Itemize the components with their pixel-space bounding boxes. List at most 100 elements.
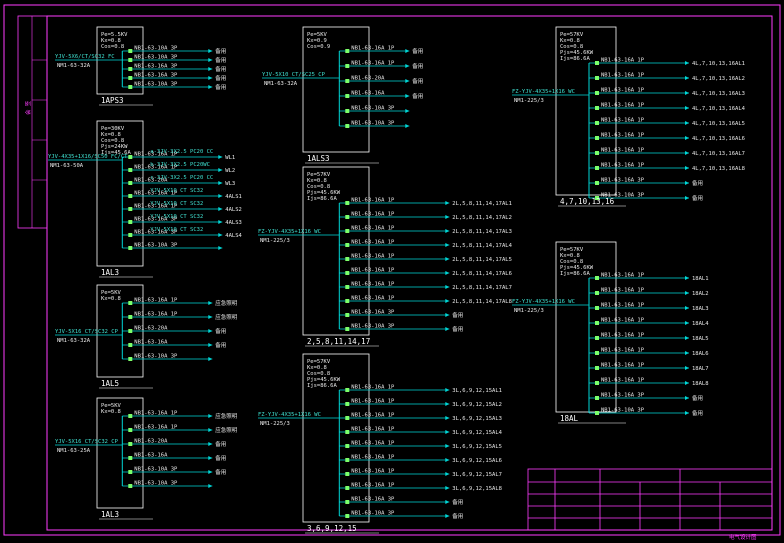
feeder-label: YJV-5X16 CT/SC32 CP: [55, 439, 119, 445]
load-label: 3L,6,9,12,15AL8: [452, 486, 502, 492]
load-label: 应急照明: [215, 412, 238, 420]
panel-box: [555, 26, 617, 196]
branch-breaker-label: NB1-63-16A 1P: [351, 469, 395, 475]
branch-breaker-label: NB1-63-10A 3P: [601, 193, 645, 199]
feeder-label: FZ-YJV-4X35+1X16 WC: [512, 89, 575, 95]
branch-breaker-label: NB1-63-10A 3P: [351, 121, 395, 127]
panel-box: [302, 26, 370, 153]
arrow-icon: [218, 194, 223, 198]
title-stamp: 电气设计图: [729, 533, 757, 541]
panel-param: Pe=30KV: [101, 126, 125, 132]
branch-breaker-label: NB1-63-16A 1P: [134, 204, 178, 210]
branch-breaker-label: NB1-63-20A: [351, 76, 385, 82]
panel-18AL: Pe=57KVKx=0.8Cos=0.8Pjs=45.6KWIjs=86.6AF…: [512, 241, 709, 424]
load-label: 4ALS2: [225, 207, 242, 213]
branch-breaker-label: NB1-63-16A 3P: [134, 230, 178, 236]
arrow-icon: [445, 313, 450, 317]
panel-param: Pe=57KV: [560, 32, 584, 38]
breaker-icon: [595, 76, 599, 80]
branch-breaker-label: NB1-63-16A: [134, 453, 168, 459]
arrow-icon: [208, 67, 213, 71]
load-label: 4L,7,10,13,16AL8: [692, 166, 745, 172]
arrow-icon: [208, 315, 213, 319]
feeder-label: YJV-5X10 CT/SC25 CP: [262, 72, 326, 78]
load-label: 备用: [412, 77, 423, 85]
breaker-icon: [345, 500, 350, 504]
arrow-icon: [445, 201, 450, 205]
breaker-icon: [345, 388, 350, 392]
arrow-icon: [208, 343, 213, 347]
arrow-icon: [685, 106, 689, 110]
load-label: 备用: [452, 311, 463, 319]
panel-param: Pe=5.5KV: [101, 32, 128, 38]
arrow-icon: [685, 76, 689, 80]
load-label: 4L,7,10,13,16AL1: [692, 61, 745, 67]
arrow-icon: [445, 327, 450, 331]
breaker-icon: [595, 196, 599, 200]
branch-breaker-label: NB1-63-10A 3P: [601, 408, 645, 414]
panel-param: Pe=57KV: [560, 247, 584, 253]
inner-frame: [46, 15, 773, 531]
breaker-icon: [595, 366, 599, 370]
signoff-strip: [17, 15, 48, 229]
arrow-icon: [685, 336, 689, 340]
feeder-label: YJV-5X6/CT/SC32 FC: [55, 54, 115, 60]
branch-breaker-label: NB1-63-16A 1P: [601, 118, 645, 124]
load-label: 应急照明: [215, 426, 238, 434]
arrow-icon: [685, 366, 689, 370]
load-label: 3L,6,9,12,15AL5: [452, 444, 502, 450]
panel-title: 4,7,10,13,16: [560, 197, 615, 206]
panel-param: Kx=0.8: [560, 38, 580, 44]
branch-breaker-label: NB1-63-16A 1P: [134, 411, 178, 417]
signoff-rows: [32, 59, 47, 181]
cable-label: YJV-5X10 CT SC32: [150, 227, 203, 233]
branch-breaker-label: NB1-63-10A 3P: [351, 511, 395, 517]
arrow-icon: [208, 357, 213, 361]
arrow-icon: [208, 301, 213, 305]
load-label: 备用: [452, 512, 463, 520]
title-block: [527, 468, 773, 531]
load-label: 4ALS3: [225, 220, 242, 226]
arrow-icon: [405, 124, 410, 128]
breaker-icon: [128, 428, 133, 432]
main-breaker-label: NM1-225/3: [260, 421, 290, 427]
load-label: 备用: [692, 394, 703, 402]
branch-breaker-label: NB1-63-16A 1P: [351, 399, 395, 405]
panel-box: [302, 353, 370, 523]
arrow-icon: [218, 207, 223, 211]
arrow-icon: [445, 215, 450, 219]
arrow-icon: [685, 306, 689, 310]
load-label: 2L,5,8,11,14,17AL5: [452, 257, 512, 263]
feeder-label: YJV-5X16 CT/SC32 CP: [55, 329, 119, 335]
load-label: 18AL7: [692, 366, 709, 372]
load-label: 备用: [215, 65, 226, 73]
branch-breaker-label: NB1-63-16A 1P: [351, 240, 395, 246]
load-label: 2L,5,8,11,14,17AL2: [452, 215, 512, 221]
load-label: 2L,5,8,11,14,17AL3: [452, 229, 512, 235]
load-label: 4L,7,10,13,16AL7: [692, 151, 745, 157]
load-label: 18AL1: [692, 276, 709, 282]
breaker-icon: [128, 414, 133, 418]
arrow-icon: [685, 61, 689, 65]
panel-title: 1AL3: [101, 510, 119, 519]
load-label: 备用: [412, 92, 423, 100]
panel-box: [96, 397, 144, 509]
arrow-icon: [445, 458, 450, 462]
panel-param: Pe=57KV: [307, 172, 331, 178]
load-label: 备用: [215, 454, 226, 462]
panel-param: Kx=0.8: [101, 132, 121, 138]
load-label: 备用: [692, 409, 703, 417]
arrow-icon: [208, 428, 213, 432]
arrow-icon: [685, 291, 689, 295]
branch-breaker-label: NB1-63-16A 1P: [351, 46, 395, 52]
panel-param: Ijs=86.6A: [307, 383, 337, 389]
load-label: 3L,6,9,12,15AL3: [452, 416, 502, 422]
arrow-icon: [218, 181, 223, 185]
arrow-icon: [208, 442, 213, 446]
arrow-icon: [685, 411, 689, 415]
branch-breaker-label: NB1-63-16A 1P: [134, 152, 178, 158]
branch-breaker-label: NB1-63-16A 1P: [351, 427, 395, 433]
branch-breaker-label: NB1-63-16A 3P: [134, 64, 178, 70]
panel-param: Cos=0.8: [101, 44, 124, 50]
load-label: 18AL3: [692, 306, 709, 312]
